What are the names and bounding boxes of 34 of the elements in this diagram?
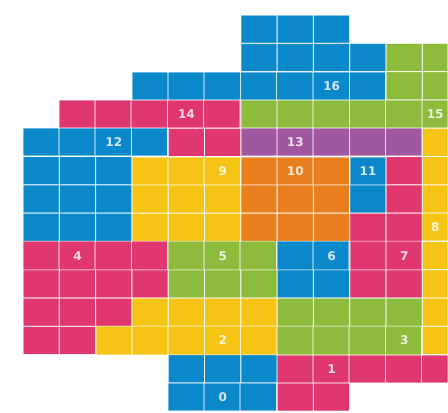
puzzle-piece	[23, 128, 168, 156]
piece-number: 7	[398, 248, 410, 263]
puzzle-piece	[350, 241, 422, 270]
piece-number: 5	[217, 248, 228, 263]
piece-number: 11	[358, 164, 378, 178]
piece-number: 14	[176, 107, 196, 122]
piece-number: 12	[104, 135, 124, 150]
puzzle-piece	[59, 100, 241, 128]
piece-number: 16	[322, 78, 341, 93]
piece-number: 15	[426, 107, 444, 122]
piece-number: 2	[217, 333, 228, 348]
piece-number: 9	[217, 164, 228, 178]
puzzle-piece	[240, 128, 422, 156]
piece-number: 4	[72, 248, 83, 263]
puzzle-piece	[23, 241, 168, 270]
piece-number: 1	[326, 362, 337, 376]
piece-number: 10	[286, 164, 305, 178]
puzzle-piece	[132, 72, 386, 100]
puzzle-piece	[240, 100, 448, 128]
puzzle-piece	[168, 382, 278, 412]
puzzle-piece	[240, 156, 350, 185]
puzzle-piece	[277, 241, 350, 270]
piece-number: 13	[286, 135, 305, 150]
puzzle-piece	[350, 156, 386, 185]
puzzle-piece	[277, 354, 448, 383]
puzzle-piece	[277, 326, 422, 355]
piece-number: 0	[217, 390, 228, 404]
piece-number: 6	[326, 248, 337, 263]
puzzle-piece	[96, 326, 278, 355]
puzzle-piece	[422, 213, 448, 242]
piece-number: 3	[398, 333, 410, 348]
puzzle-piece	[132, 156, 241, 185]
puzzle-piece	[168, 241, 278, 270]
piece-number: 8	[430, 220, 440, 234]
